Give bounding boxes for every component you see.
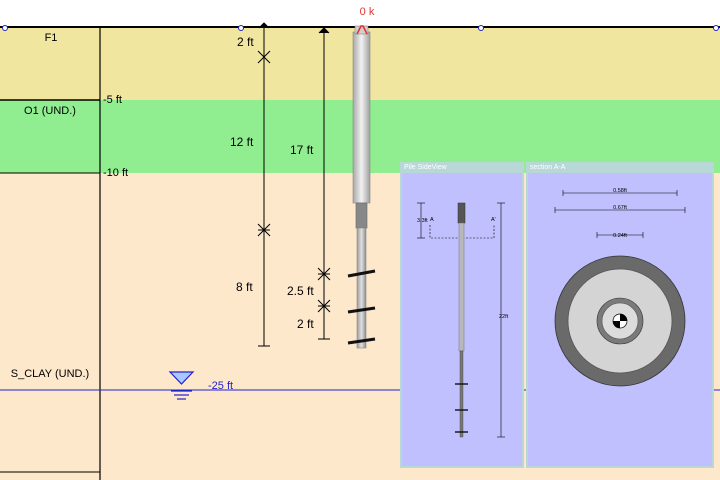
dimension-chain-right: [317, 27, 331, 340]
layer-depth-label-5ft: -5 ft: [103, 94, 122, 106]
water-table-label: -25 ft: [208, 380, 233, 392]
side-view-length-dim: [497, 202, 505, 438]
ground-handle-mid[interactable]: [238, 25, 244, 31]
load-arrow-icon: [356, 25, 368, 35]
section-dim-middle-label: 0.67ft: [613, 205, 627, 211]
dim-right-17ft: 17 ft: [290, 143, 314, 157]
pile-shaft-top[interactable]: [355, 202, 368, 229]
section-dim-inner: [596, 232, 644, 238]
ground-handle-left[interactable]: [2, 25, 8, 31]
layer-depth-label-10ft: -10 ft: [103, 167, 128, 179]
side-view-depth-dim: [417, 202, 425, 239]
pile-shaft[interactable]: [356, 227, 367, 349]
side-view-depth-label: 3.3ft: [417, 218, 428, 224]
section-view-title: section A-A: [530, 164, 566, 171]
section-dim-outer: [562, 190, 678, 196]
side-view-length-label: 22ft: [499, 314, 509, 320]
layer-name-s-clay: S_CLAY (UND.): [11, 368, 89, 380]
section-a-a-panel[interactable]: section A-A 0.58ft 0.67ft 0.24ft: [526, 162, 714, 468]
side-view-title: Pile SideView: [404, 164, 448, 171]
dim-left-2ft: 2 ft: [237, 35, 254, 49]
pile-side-view-panel[interactable]: Pile SideView 3.3ft A A' 22ft: [400, 162, 524, 468]
layer-name-o1: O1 (UND.): [24, 105, 76, 117]
section-dim-outer-label: 0.58ft: [613, 188, 627, 194]
side-view-pile: [455, 202, 468, 438]
ground-handle-end[interactable]: [713, 25, 719, 31]
load-value-label: 0 k: [360, 6, 375, 18]
section-dim-inner-label: 0.24ft: [613, 233, 627, 239]
helix-plate-1[interactable]: [347, 269, 376, 278]
helix-plate-3[interactable]: [347, 337, 376, 345]
section-mark-a: A: [430, 217, 434, 223]
dim-left-8ft: 8 ft: [236, 280, 253, 294]
pile[interactable]: [347, 25, 376, 349]
helix-plate-2[interactable]: [347, 306, 376, 314]
dim-right-2ft: 2 ft: [297, 317, 314, 331]
cross-section-drawing: [554, 255, 686, 387]
section-dim-middle: [554, 207, 686, 213]
layer-name-f1: F1: [45, 32, 58, 44]
ground-handle-right[interactable]: [478, 25, 484, 31]
pile-casing[interactable]: [352, 31, 371, 204]
dimension-chain-left: [257, 22, 271, 347]
section-mark-a-prime: A': [491, 217, 496, 223]
dim-right-2-5ft: 2.5 ft: [287, 284, 314, 298]
dim-left-12ft: 12 ft: [230, 135, 254, 149]
water-table-icon: [168, 371, 195, 400]
